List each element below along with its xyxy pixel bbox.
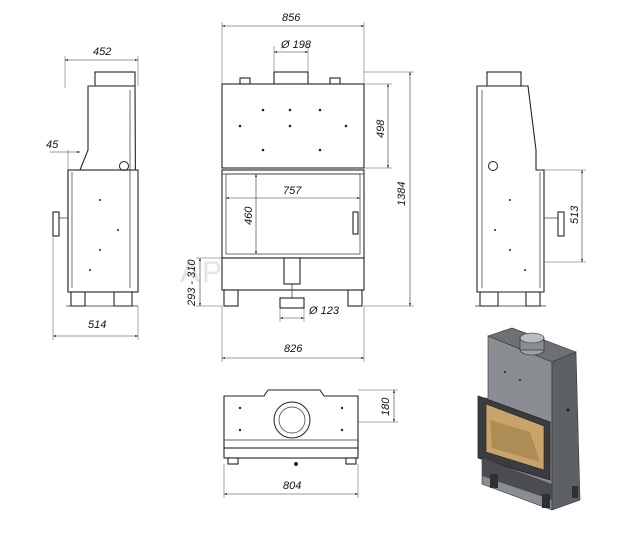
dim-label-856: 856 — [282, 12, 301, 24]
dim-label-757: 757 — [283, 185, 302, 197]
dim-label-513: 513 — [569, 205, 581, 224]
dim-label-45: 45 — [46, 139, 59, 151]
dim-label-1384: 1384 — [396, 182, 408, 206]
side-view-left: 452 45 514 — [46, 46, 139, 340]
side-view-right: 513 — [475, 71, 586, 307]
stove-3d-render — [477, 327, 581, 511]
dim-label-460: 460 — [243, 206, 255, 225]
top-view: 180 804 — [223, 389, 398, 498]
dim-label-flue-diameter: Ø 198 — [280, 39, 312, 51]
dim-label-inlet-diameter: Ø 123 — [308, 305, 340, 317]
dim-label-180: 180 — [380, 397, 392, 416]
dim-label-452: 452 — [93, 46, 111, 58]
dim-label-804: 804 — [283, 480, 301, 492]
dim-label-514: 514 — [88, 319, 106, 331]
dim-label-293-310: 293 - 310 — [186, 259, 198, 307]
dim-label-498: 498 — [375, 119, 387, 138]
front-view: 856 Ø 198 498 1384 757 460 293 - 310 Ø 1… — [186, 12, 414, 362]
dim-label-826: 826 — [284, 343, 303, 355]
